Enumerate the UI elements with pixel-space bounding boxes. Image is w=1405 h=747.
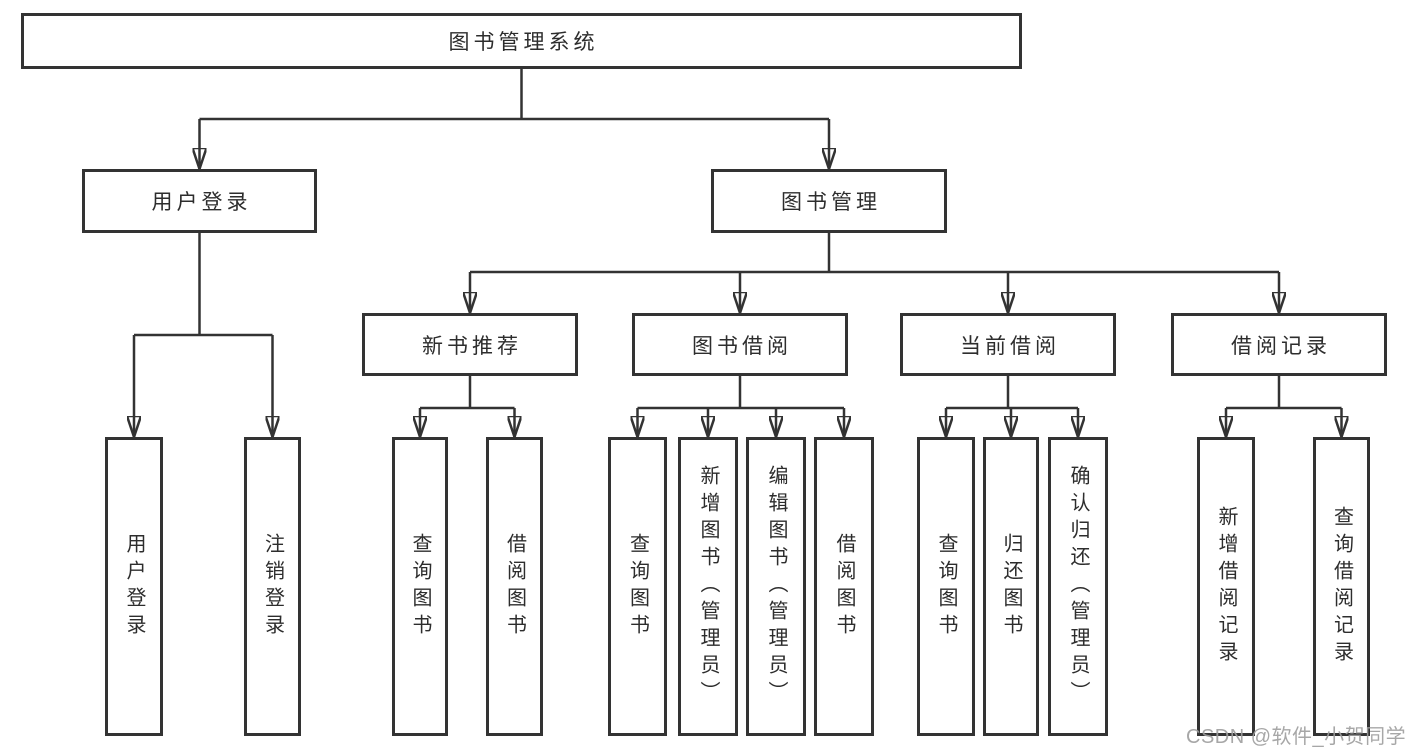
- leaf-newbook-borrow-books: 借阅图书: [486, 437, 543, 736]
- connector-arrows: [134, 119, 1342, 437]
- connector-bus-lines: [134, 69, 1342, 410]
- leaf-borrow-query-books: 查询图书: [608, 437, 667, 736]
- leaf-borrow-borrow-books: 借阅图书: [814, 437, 874, 736]
- leaf-newbook-query-books: 查询图书: [392, 437, 448, 736]
- watermark: CSDN @软件_小贺同学: [1186, 726, 1405, 747]
- leaf-records-add-record: 新增借阅记录: [1197, 437, 1255, 736]
- node-book-management: 图书管理: [711, 169, 947, 233]
- node-new-book-recommend: 新书推荐: [362, 313, 578, 376]
- node-user-login: 用户登录: [82, 169, 317, 233]
- leaf-borrow-edit-books-admin: 编辑图书（管理员）: [746, 437, 806, 736]
- leaf-current-return-books: 归还图书: [983, 437, 1039, 736]
- leaf-user-login: 用户登录: [105, 437, 163, 736]
- leaf-records-query-record: 查询借阅记录: [1313, 437, 1370, 736]
- leaf-logout: 注销登录: [244, 437, 301, 736]
- leaf-borrow-add-books-admin: 新增图书（管理员）: [678, 437, 738, 736]
- node-borrow-records: 借阅记录: [1171, 313, 1387, 376]
- node-root: 图书管理系统: [21, 13, 1022, 69]
- node-book-borrow: 图书借阅: [632, 313, 848, 376]
- node-current-borrow: 当前借阅: [900, 313, 1116, 376]
- leaf-current-confirm-return-admin: 确认归还（管理员）: [1048, 437, 1108, 736]
- leaf-current-query-books: 查询图书: [917, 437, 975, 736]
